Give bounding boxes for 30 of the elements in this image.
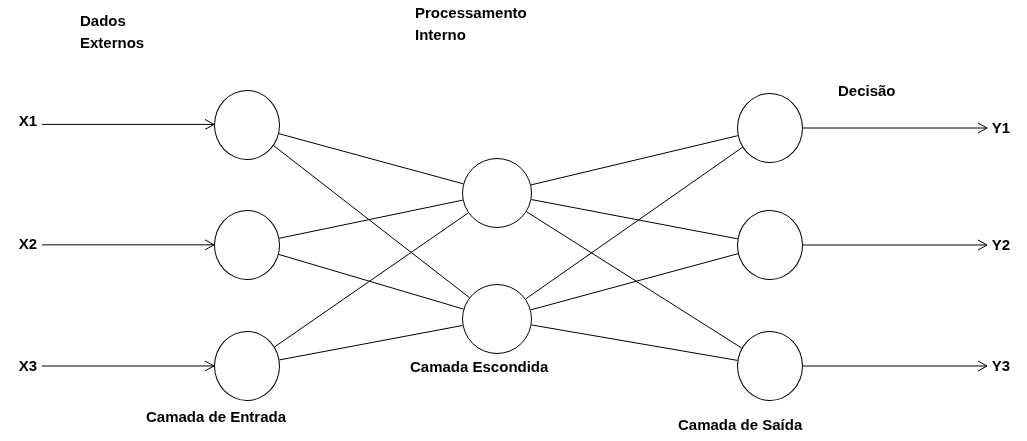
connection-line <box>274 212 469 348</box>
connection-line <box>278 133 464 185</box>
arrow <box>802 360 988 372</box>
layer-label: Camada de Saída <box>678 415 803 435</box>
arrow <box>802 239 988 251</box>
connection-line <box>278 199 464 239</box>
variable-label: Y1 <box>987 117 1015 139</box>
layer-label: Decisão <box>838 81 896 101</box>
variable-label: X2 <box>14 233 42 255</box>
connection-line <box>530 135 739 186</box>
arrow <box>41 118 215 130</box>
variable-label: Y2 <box>987 234 1015 256</box>
arrow <box>802 122 988 134</box>
layer-label: Camada Escondida <box>410 357 549 377</box>
connection-line <box>273 145 470 299</box>
variable-label: Y3 <box>987 355 1015 377</box>
connection-line <box>530 253 739 311</box>
layer-label: Camada de Entrada <box>146 407 287 427</box>
connection-line <box>531 324 738 361</box>
arrow <box>41 239 215 251</box>
layer-label: Dados Externos <box>80 11 146 53</box>
connection-line <box>278 253 464 310</box>
arrow <box>41 360 215 372</box>
connection-line <box>279 324 464 361</box>
connection-line <box>530 199 738 240</box>
connection-line <box>526 211 743 349</box>
variable-label: X1 <box>14 110 42 132</box>
variable-label: X3 <box>14 355 42 377</box>
connection-line <box>525 146 743 300</box>
layer-label: Processamento Interno <box>415 3 528 45</box>
